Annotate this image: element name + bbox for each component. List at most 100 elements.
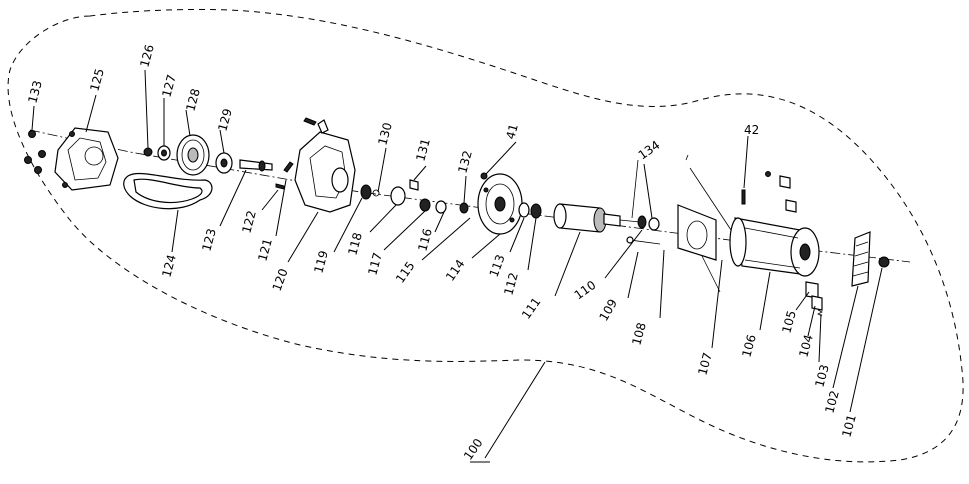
label-102: 102 [822, 389, 841, 415]
callout-41: 41 [485, 122, 521, 175]
stator-108 [677, 204, 717, 261]
front-flange-115 [477, 173, 523, 235]
label-109: 109 [596, 297, 620, 324]
label-128: 128 [183, 87, 202, 113]
callout-105: 105 [779, 291, 810, 335]
callout-126: 126 [137, 43, 157, 149]
label-104: 104 [796, 333, 815, 359]
callout-129: 129 [215, 107, 235, 154]
switch-104 [811, 295, 823, 311]
callout-122: 122 [239, 189, 279, 235]
long-bolt-134 [631, 159, 639, 219]
nut-126 [143, 147, 153, 157]
callout-107: 107 [695, 259, 723, 377]
pin-122 [275, 183, 285, 190]
nut-132 [459, 202, 469, 214]
washer-110 [637, 215, 647, 229]
callout-106: 106 [739, 271, 771, 359]
callout-130: 130 [375, 121, 395, 193]
label-42: 42 [744, 123, 759, 137]
callout-119: 119 [311, 197, 363, 275]
callout-111: 111 [519, 231, 581, 322]
label-101: 101 [839, 413, 858, 439]
label-113: 113 [487, 253, 508, 279]
callout-104: 104 [796, 305, 816, 359]
label-116: 116 [415, 227, 434, 253]
label-122: 122 [239, 209, 258, 235]
assembly-outline [7, 8, 964, 463]
callout-42: 42 [743, 123, 759, 189]
callout-101: 101 [839, 267, 883, 439]
callout-133: 133 [25, 79, 45, 131]
label-123: 123 [199, 227, 218, 253]
callout-132: 132 [455, 149, 475, 204]
fan-102 [851, 231, 871, 287]
bolt-head-109 [626, 236, 634, 244]
label-41: 41 [503, 122, 520, 140]
label-131: 131 [413, 137, 432, 163]
callout-118: 118 [345, 204, 397, 257]
shaft-123 [239, 159, 273, 172]
bearing-117 [419, 198, 431, 212]
callout-108: 108 [629, 249, 665, 347]
screw-small [765, 171, 771, 177]
bolt-109 [629, 239, 661, 245]
label-134: 134 [636, 138, 663, 163]
label-100: 100 [461, 436, 486, 463]
bearing-129 [215, 152, 233, 174]
label-121: 121 [255, 237, 274, 263]
wire-107b [701, 255, 721, 293]
callout-121: 121 [255, 179, 287, 263]
label-130: 130 [375, 121, 394, 147]
callout-100: 100 [461, 361, 546, 463]
label-105: 105 [779, 309, 798, 335]
washer-127 [157, 145, 171, 161]
cover-plate-125 [54, 127, 119, 191]
screw-42 [741, 189, 746, 205]
gear-housing-120 [294, 117, 356, 213]
pin-121 [283, 161, 294, 173]
callout-102: 102 [822, 285, 859, 415]
label-106: 106 [739, 333, 758, 359]
nut-101 [878, 256, 890, 268]
screws-133 [24, 130, 46, 174]
label-110: 110 [572, 278, 599, 303]
screw-41 [480, 172, 488, 180]
wire-107c [685, 154, 689, 161]
belt-124 [123, 172, 213, 210]
label-117: 117 [365, 251, 384, 277]
label-115: 115 [393, 259, 418, 286]
key-131 [409, 179, 419, 191]
callout-103: 103 [812, 313, 832, 389]
label-125: 125 [87, 67, 106, 93]
motor-housing-106 [729, 217, 820, 277]
label-124: 124 [159, 253, 178, 279]
callout-116: 116 [415, 211, 445, 253]
armature-111 [553, 203, 641, 233]
callout-124: 124 [159, 209, 179, 279]
callout-120: 120 [270, 211, 319, 293]
callout-134: 134 [636, 138, 663, 219]
callout-117: 117 [365, 210, 426, 277]
bearing-113 [530, 203, 542, 219]
callout-125: 125 [85, 67, 107, 133]
label-118: 118 [345, 231, 364, 257]
washer-116 [435, 200, 447, 214]
pulley-128 [176, 134, 210, 176]
label-129: 129 [215, 107, 234, 133]
label-108: 108 [629, 321, 648, 347]
label-133: 133 [25, 79, 44, 105]
label-127: 127 [159, 73, 178, 99]
spring-103 [817, 309, 823, 317]
label-103: 103 [812, 363, 831, 389]
brush-holder [779, 175, 791, 189]
bearing-134 [648, 217, 660, 231]
label-112: 112 [501, 271, 520, 297]
washer-118 [390, 186, 406, 206]
wire-107 [689, 167, 736, 237]
callout-112: 112 [501, 217, 537, 297]
label-114: 114 [443, 257, 468, 284]
label-111: 111 [519, 295, 544, 322]
label-120: 120 [270, 267, 291, 293]
